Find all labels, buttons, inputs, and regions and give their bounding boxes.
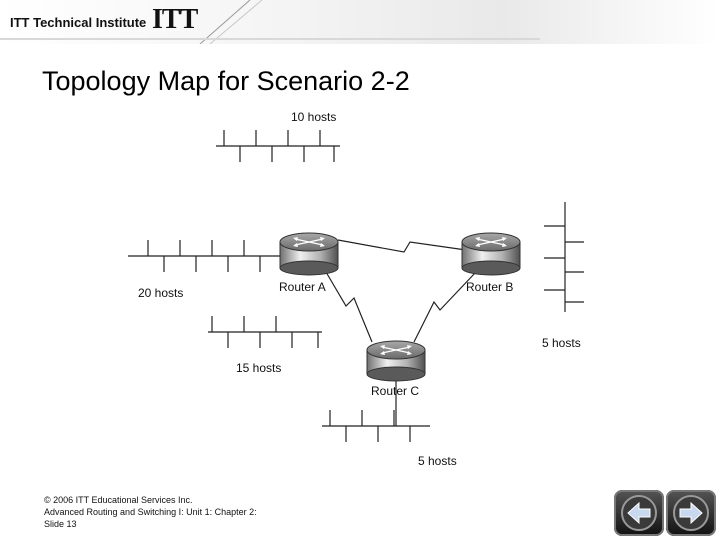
lan-10-hosts <box>216 130 340 162</box>
right-arrow-icon <box>673 495 709 531</box>
router-a-label: Router A <box>279 280 326 294</box>
itt-logo: ITT <box>152 4 198 35</box>
lan-5-hosts-c <box>322 380 430 442</box>
left-arrow-icon <box>621 495 657 531</box>
serial-links <box>325 239 477 343</box>
footer-copyright: © 2006 ITT Educational Services Inc. <box>44 495 193 505</box>
lan-5-hosts-b <box>544 202 584 312</box>
footer-course: Advanced Routing and Switching I: Unit 1… <box>44 507 257 517</box>
header-swoosh <box>0 0 540 44</box>
lan-label-5-hosts-c: 5 hosts <box>418 454 457 468</box>
router-c <box>366 340 426 382</box>
slide-title: Topology Map for Scenario 2-2 <box>42 66 410 96</box>
lan-label-15-hosts: 15 hosts <box>236 361 281 375</box>
previous-slide-button[interactable] <box>614 490 664 536</box>
footer-slide-number: Slide 13 <box>44 519 77 529</box>
lan-label-10-hosts: 10 hosts <box>291 110 336 124</box>
router-a <box>279 232 339 276</box>
router-b <box>461 232 521 276</box>
institute-name: ITT Technical Institute <box>10 15 147 30</box>
lan-20-hosts <box>128 240 282 272</box>
lan-label-20-hosts: 20 hosts <box>138 286 183 300</box>
router-c-label: Router C <box>371 384 419 398</box>
router-b-label: Router B <box>466 280 513 294</box>
lan-15-hosts <box>208 316 322 348</box>
next-slide-button[interactable] <box>666 490 716 536</box>
slide-footer: © 2006 ITT Educational Services Inc. Adv… <box>44 494 257 530</box>
slide-header: ITT Technical Institute ITT <box>0 0 720 44</box>
lan-label-5-hosts-b: 5 hosts <box>542 336 581 350</box>
